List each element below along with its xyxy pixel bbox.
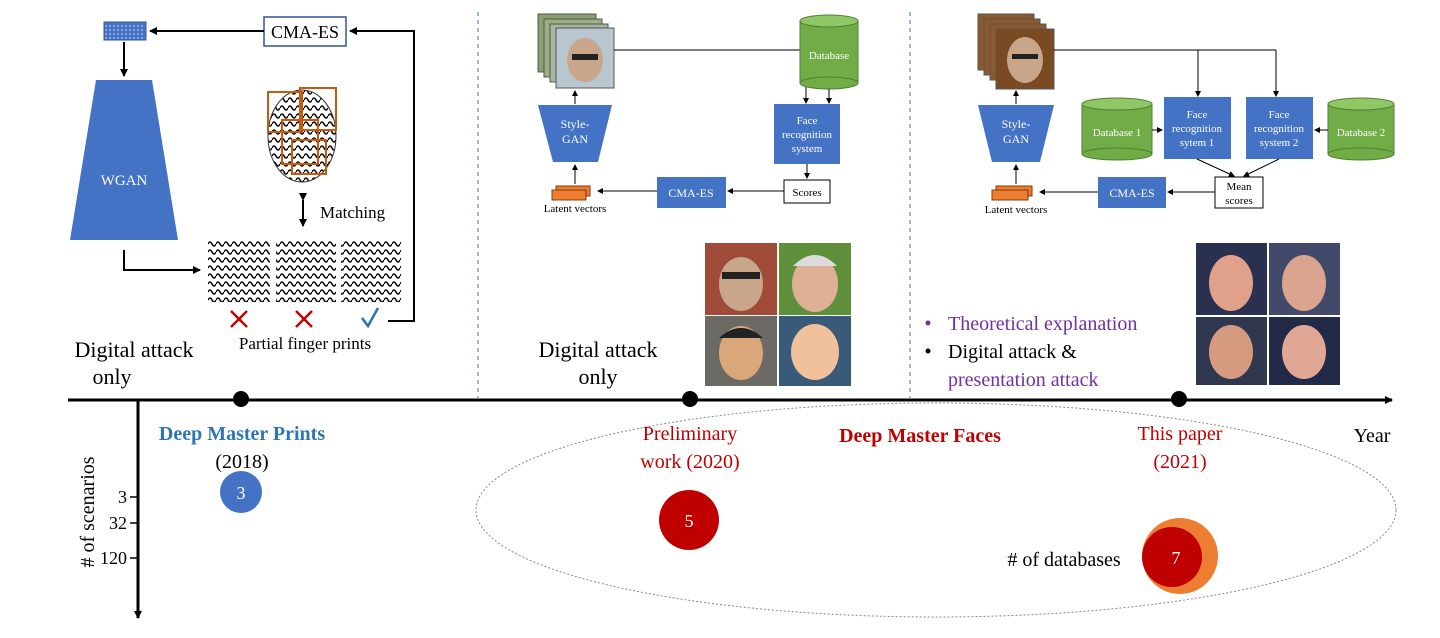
cmaes-box-3 — [1098, 177, 1166, 208]
cmaes-label-3: CMA-ES — [1109, 186, 1154, 200]
face-recognition-box — [774, 104, 840, 164]
milestone2-line2: work (2020) — [640, 451, 739, 473]
partial-print-3 — [341, 241, 401, 302]
panel2-attack-line2: only — [578, 364, 617, 389]
face-rec-line2: recognition — [782, 129, 833, 141]
y-tick-120: 120 — [100, 548, 127, 568]
fr2-line2: recognition — [1254, 123, 1305, 135]
fr1-line1: Face — [1187, 109, 1208, 121]
wgan-trapezoid — [70, 80, 178, 240]
panel-preliminary-work: Database Style- GAN Face recognition sys… — [537, 13, 859, 389]
stylegan-line1: Style- — [561, 117, 590, 131]
scenario-circle-5 — [659, 490, 719, 550]
generated-face-stack-2 — [977, 13, 1055, 90]
cmaes-label-2: CMA-ES — [668, 186, 713, 200]
stylegan-trapezoid — [538, 105, 612, 162]
milestone-2020-dot — [682, 391, 698, 407]
database-1-cylinder — [1081, 97, 1153, 161]
timeline: Year # of scenarios 3 32 120 Deep Master… — [68, 391, 1397, 619]
scores-label: Scores — [792, 187, 821, 199]
scenario-circle-7 — [1142, 527, 1202, 587]
matching-label: Matching — [320, 203, 386, 222]
bullet-icon — [925, 320, 931, 326]
milestone-2021-dot — [1171, 391, 1187, 407]
scenario-axis-label: # of scenarios — [77, 456, 99, 567]
database-cylinder — [799, 14, 859, 90]
y-tick-32: 32 — [109, 513, 127, 533]
stylegan-line2: GAN — [562, 132, 588, 146]
mean-scores-box — [1214, 176, 1264, 209]
latent-vectors-icon-2 — [991, 185, 1033, 201]
bullet-icon — [925, 348, 931, 354]
panel-this-paper: Style- GAN Database 1 Face recognition s… — [925, 13, 1395, 391]
stylegan2-line2: GAN — [1003, 132, 1029, 146]
panel1-attack-line1: Digital attack — [74, 337, 193, 362]
milestone3-line2: (2021) — [1153, 451, 1206, 473]
partial-prints-label: Partial finger prints — [239, 334, 371, 353]
latent-vectors-label-2: Latent vectors — [985, 204, 1048, 216]
bullet-presentation: presentation attack — [948, 369, 1099, 391]
stylegan-trapezoid-2 — [978, 105, 1054, 162]
circle-5-label: 5 — [685, 511, 694, 531]
milestone1-year: (2018) — [215, 451, 268, 473]
milestone2-line1: Preliminary — [643, 423, 737, 445]
face-rec-line3: system — [792, 143, 823, 155]
partial-print-2 — [276, 241, 336, 302]
wgan-label: WGAN — [101, 173, 148, 189]
arrow-wgan-to-prints — [123, 250, 201, 274]
fr1-line2: recognition — [1172, 123, 1223, 135]
db1-label: Database 1 — [1093, 127, 1142, 139]
fr1-line3: sytem 1 — [1180, 137, 1215, 149]
deep-master-faces-label: Deep Master Faces — [839, 425, 1001, 447]
circle-3-label: 3 — [237, 483, 246, 503]
cross-icon — [230, 310, 248, 328]
cmaes-label: CMA-ES — [271, 22, 339, 42]
latent-vector-block — [103, 21, 147, 41]
milestone1-name: Deep Master Prints — [159, 423, 325, 445]
partial-print-1 — [208, 241, 270, 302]
face-rec-line1: Face — [797, 115, 818, 127]
face-samples-grid — [705, 243, 851, 386]
mean-line1: Mean — [1226, 181, 1252, 193]
bullet-theoretical: Theoretical explanation — [948, 313, 1137, 335]
fr2-line3: system 2 — [1260, 137, 1299, 149]
mean-line2: scores — [1225, 195, 1253, 207]
panel1-attack-line2: only — [92, 364, 131, 389]
circle-7-label: 7 — [1172, 548, 1181, 568]
generated-face-stack — [537, 13, 615, 89]
face-recognition-box-2 — [1246, 97, 1313, 159]
cmaes-box-2 — [657, 177, 726, 208]
db2-label: Database 2 — [1337, 127, 1386, 139]
panel-deep-master-prints: CMA-ES WGAN Matching Partial finger prin… — [70, 16, 415, 389]
bullet-digital: Digital attack & — [948, 341, 1077, 363]
database-label: Database — [809, 50, 849, 62]
latent-vectors-label: Latent vectors — [544, 203, 607, 215]
latent-vectors-icon — [551, 185, 591, 201]
arrow-feedback — [349, 27, 415, 322]
deep-master-faces-ellipse — [475, 402, 1397, 618]
milestone-2018-dot — [233, 391, 249, 407]
face-recognition-box-1 — [1164, 97, 1231, 159]
databases-label: # of databases — [1007, 549, 1121, 571]
master-fingerprint — [267, 87, 337, 183]
fr2-line1: Face — [1269, 109, 1290, 121]
panel2-attack-line1: Digital attack — [538, 337, 657, 362]
face-samples-grid-2 — [1196, 243, 1340, 385]
checkmark-icon — [360, 307, 380, 329]
cross-icon — [295, 310, 313, 328]
y-tick-3: 3 — [118, 487, 127, 507]
stylegan2-line1: Style- — [1002, 117, 1031, 131]
database-2-cylinder — [1327, 97, 1395, 161]
year-label: Year — [1354, 425, 1391, 447]
scenario-circle-3 — [220, 471, 262, 513]
milestone3-line1: This paper — [1138, 423, 1223, 445]
